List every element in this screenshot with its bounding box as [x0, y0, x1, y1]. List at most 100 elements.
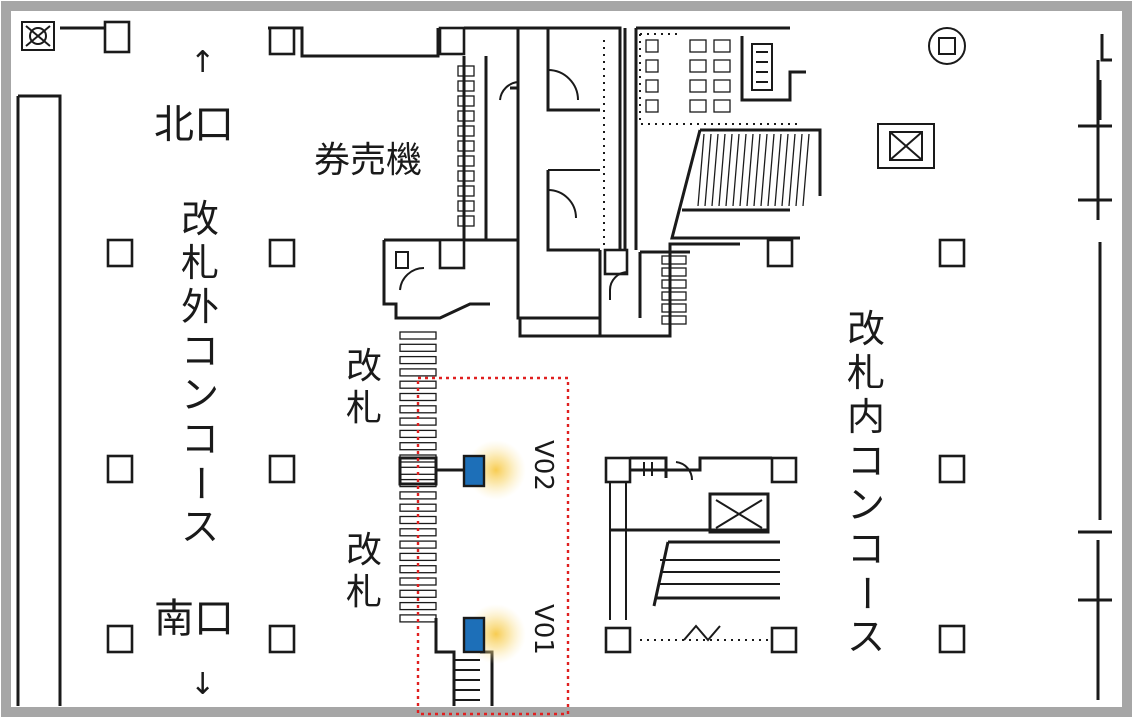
gate-bar — [399, 552, 437, 562]
round-fixture — [928, 27, 966, 65]
gate-bar — [399, 392, 437, 402]
pillar — [268, 624, 296, 654]
pillar — [766, 238, 794, 268]
gate-bar — [399, 331, 437, 340]
stair-tread — [732, 133, 740, 207]
toilet-fixture — [713, 79, 731, 93]
ticket-machine — [457, 155, 475, 167]
device-v02[interactable]: V02 — [436, 440, 558, 500]
vertical-char: コ — [847, 527, 885, 571]
ticket-machine — [457, 140, 475, 152]
ticket-machine — [457, 185, 475, 197]
vertical-char: ー — [178, 464, 222, 502]
elevator-upper — [877, 123, 935, 169]
vertical-char: ー — [844, 574, 888, 612]
pillar — [938, 238, 966, 268]
inside-concourse-label: 改 札 内 コ ン コ ー ス — [844, 307, 888, 659]
gate-bar — [399, 405, 437, 414]
outside-concourse-label: 改 札 外 コ ン コ ー ス — [178, 197, 222, 549]
highlight-region — [416, 376, 570, 716]
device-v01[interactable]: V01 — [462, 604, 558, 664]
south-exit-label: 南口 — [154, 596, 234, 642]
pillar — [106, 624, 134, 654]
pillar — [106, 238, 134, 268]
ticket-machine — [457, 95, 475, 107]
device-body — [462, 454, 486, 488]
gate-bar — [399, 343, 437, 352]
stair-tread — [697, 133, 705, 207]
stair-tread — [753, 133, 761, 207]
stall — [661, 279, 687, 289]
stair-tread — [718, 133, 726, 207]
toilet-fixture — [689, 59, 707, 73]
stall — [661, 315, 687, 325]
device-label-v02: V02 — [528, 440, 558, 491]
vertical-char: 改 — [346, 346, 382, 387]
central-lower-structure — [382, 238, 740, 338]
gate-bar — [399, 589, 437, 598]
ticket-machine — [457, 200, 475, 212]
ticket-machine — [457, 110, 475, 122]
top-wall — [60, 20, 520, 58]
device-label-v01: V01 — [528, 604, 558, 655]
gate-label-lower: 改 札 — [346, 530, 382, 613]
device-body — [462, 616, 486, 654]
vertical-char: 改 — [181, 197, 219, 241]
toilet-fixture — [713, 99, 731, 113]
stall — [661, 291, 687, 301]
stair-tread — [711, 133, 719, 207]
vertical-char: コ — [847, 439, 885, 483]
toilet-fixture — [645, 99, 659, 113]
gate-bar — [399, 601, 437, 611]
vertical-char: 札 — [346, 388, 382, 429]
north-arrow: ↑ — [190, 45, 215, 80]
stall — [661, 303, 687, 313]
ticket-machine-block — [457, 56, 518, 242]
north-exit-label: 北口 — [154, 102, 234, 148]
outer-wall-left — [16, 94, 62, 706]
gate-bar — [399, 442, 437, 451]
toilet-fixture — [689, 99, 707, 113]
vertical-char: コ — [181, 329, 219, 373]
stair-tread — [781, 133, 789, 207]
toilet-fixture — [713, 59, 731, 73]
gate-bar — [399, 491, 437, 500]
pillar — [938, 454, 966, 484]
toilet-fixture — [713, 39, 731, 53]
vertical-char: ス — [181, 505, 219, 549]
stair-tread — [802, 133, 810, 207]
vertical-char: ン — [847, 483, 885, 527]
south-arrow: ↓ — [190, 667, 215, 702]
central-rooms — [499, 26, 806, 252]
pillar — [106, 454, 134, 484]
ticket-machine — [457, 215, 475, 227]
vertical-char: 札 — [847, 351, 885, 395]
vertical-char: ス — [847, 615, 885, 659]
ticket-machine — [457, 65, 475, 77]
ticket-machines-label: 券売機 — [314, 140, 422, 181]
stair-tread — [795, 133, 803, 207]
stair-tread — [739, 133, 747, 207]
stair-tread — [767, 133, 775, 207]
toilet-fixture — [689, 39, 707, 53]
lower-right-rooms — [604, 456, 798, 654]
vertical-char: 内 — [847, 395, 885, 439]
pillar — [268, 454, 296, 484]
vertical-char: 改 — [847, 307, 885, 351]
pillar — [268, 238, 296, 268]
vertical-char: 外 — [181, 285, 219, 329]
vertical-char: 改 — [346, 530, 382, 571]
stair-tread — [704, 133, 712, 207]
gate-bar — [399, 355, 437, 365]
ticket-machine — [457, 80, 475, 92]
pillar — [938, 624, 966, 654]
gate-bar — [399, 540, 437, 549]
toilet-fixture — [689, 79, 707, 93]
gate-bar — [399, 503, 437, 512]
stair-tread — [725, 133, 733, 207]
toilet-fixture — [645, 79, 659, 93]
right-wall-fixtures — [1078, 34, 1112, 700]
staircase-upper — [670, 128, 822, 240]
pillar-grid — [106, 238, 966, 654]
